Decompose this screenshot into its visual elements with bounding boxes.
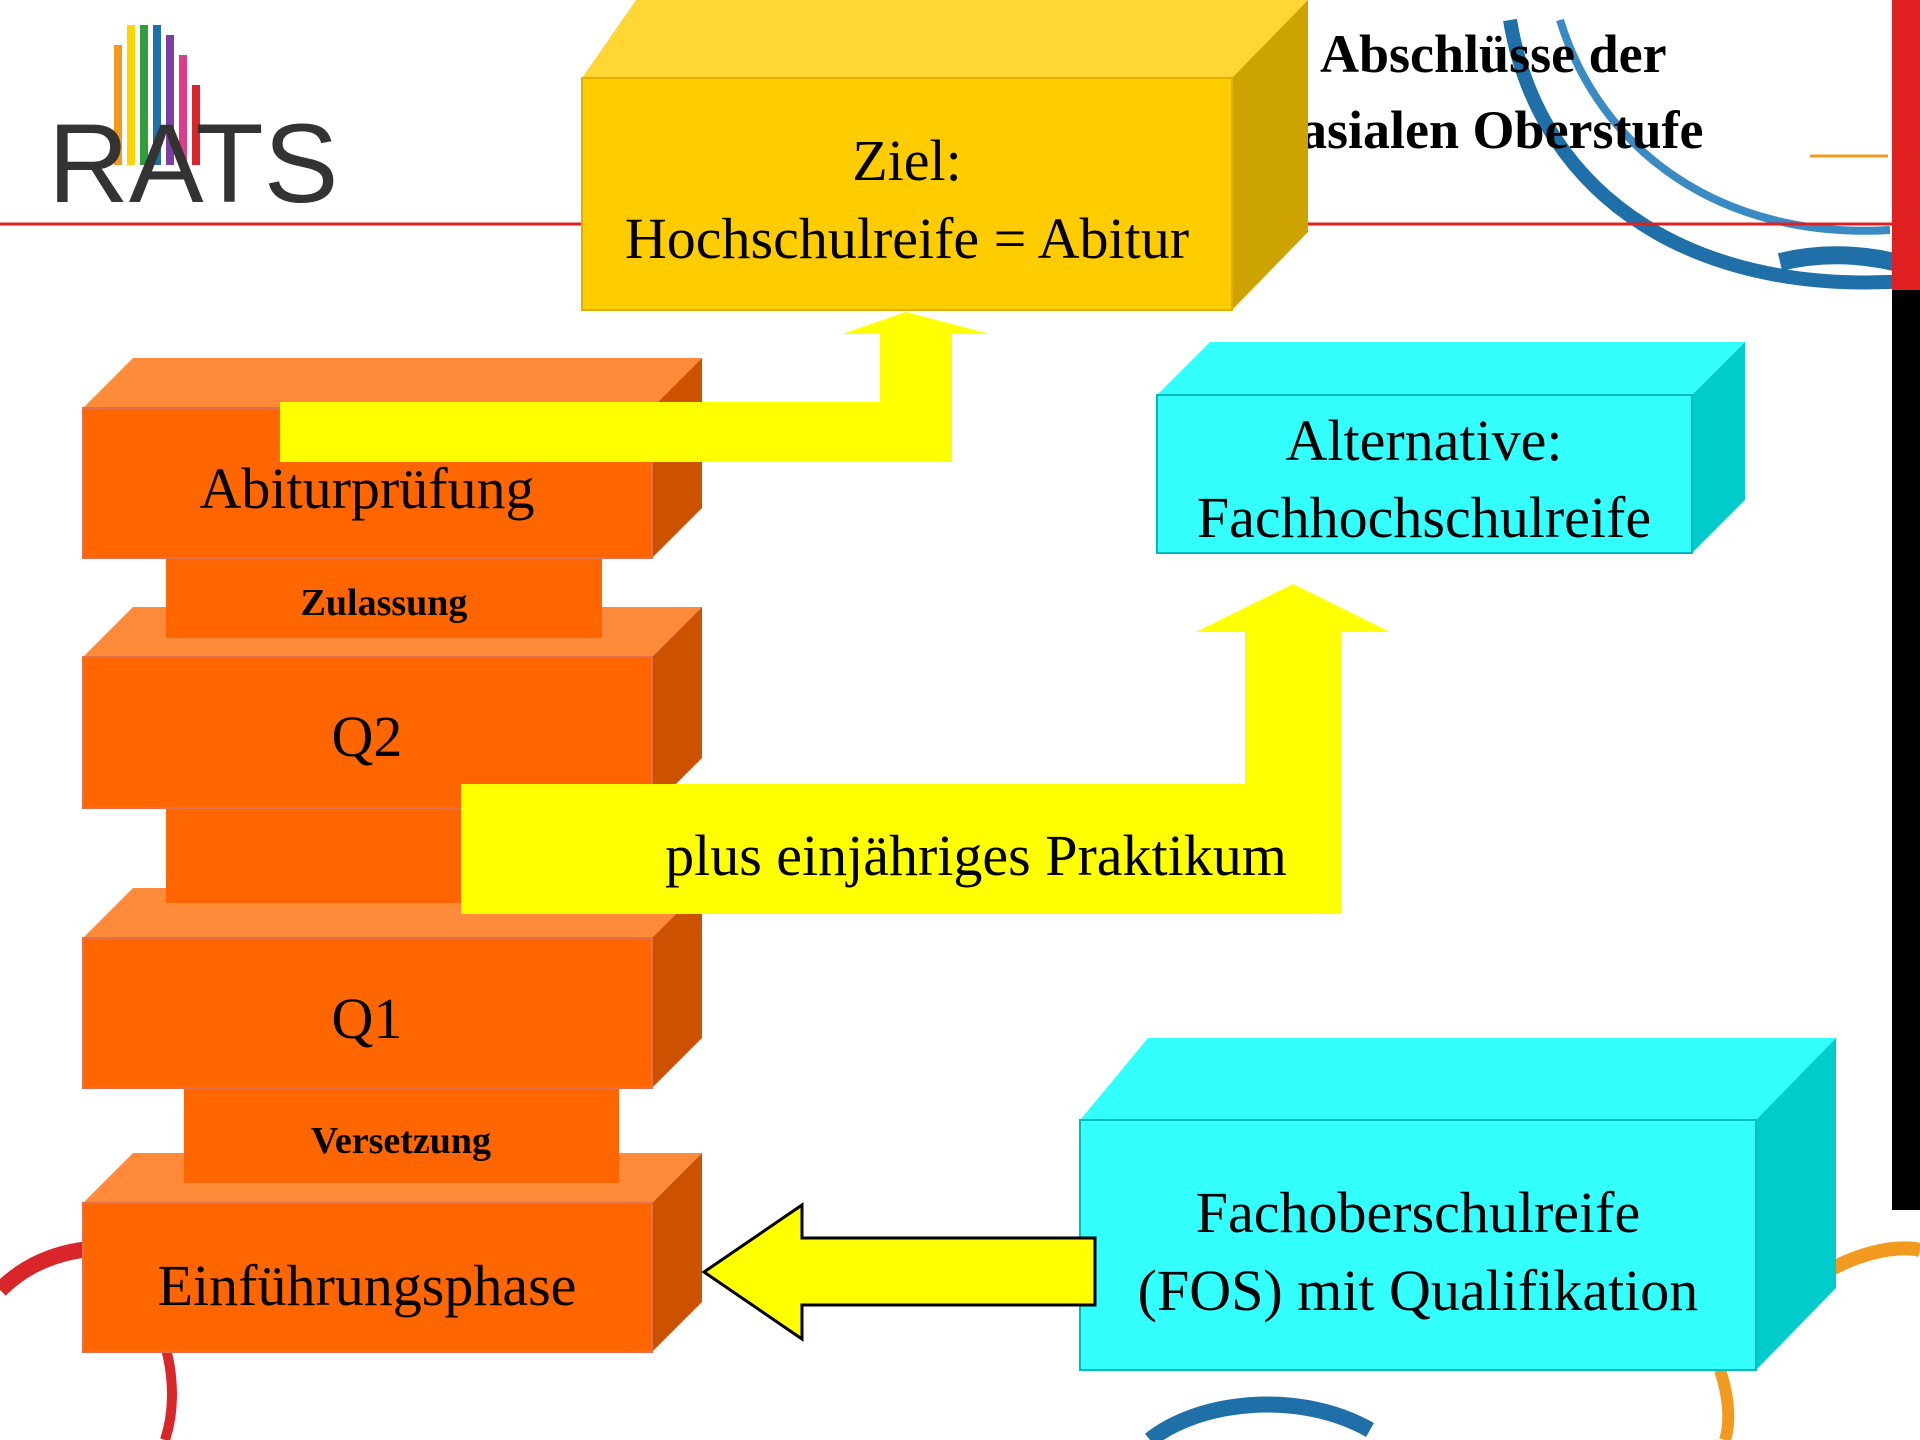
goal-box: Ziel: Hochschulreife = Abitur (581, 0, 1308, 311)
arrow-fos-to-einfuehrung (701, 1202, 1097, 1342)
connector-zulassung: Zulassung (166, 558, 602, 638)
label-einfuehrungsphase: Einführungsphase (158, 1253, 577, 1318)
edge-bar-red (1892, 0, 1920, 290)
edge-bar-black (1892, 290, 1920, 1210)
fos-label-line1: Fachoberschulreife (1196, 1180, 1640, 1245)
label-versetzung: Versetzung (311, 1120, 491, 1162)
slide-title-line2: nasialen Oberstufe (1270, 100, 1704, 160)
alternative-label-line2: Fachhochschulreife (1197, 485, 1651, 550)
label-praktikum: plus einjähriges Praktikum (665, 823, 1287, 888)
fos-box: Fachoberschulreife (FOS) mit Qualifikati… (1079, 1038, 1836, 1371)
arrow-praktikum: plus einjähriges Praktikum (461, 584, 1390, 914)
connector-versetzung: Versetzung (184, 1088, 619, 1183)
alternative-box: Alternative: Fachhochschulreife (1156, 342, 1745, 554)
goal-label-line2: Hochschulreife = Abitur (625, 206, 1189, 271)
block-q1: Q1 (82, 888, 702, 1089)
slide-title-line1: Abschlüsse der (1320, 24, 1667, 84)
fos-label-line2: (FOS) mit Qualifikation (1138, 1258, 1699, 1323)
goal-label-line1: Ziel: (852, 128, 962, 193)
logo-text: RATS (48, 101, 338, 226)
rats-logo: RATS (48, 25, 338, 226)
label-zulassung: Zulassung (301, 582, 468, 624)
alternative-label-line1: Alternative: (1285, 408, 1562, 473)
label-q1: Q1 (332, 986, 403, 1051)
connector-q2-q1 (166, 808, 466, 903)
arrow-to-goal (280, 312, 990, 462)
label-abiturpruefung: Abiturprüfung (199, 456, 534, 521)
label-q2: Q2 (332, 704, 403, 769)
block-q2: Q2 (82, 607, 702, 809)
